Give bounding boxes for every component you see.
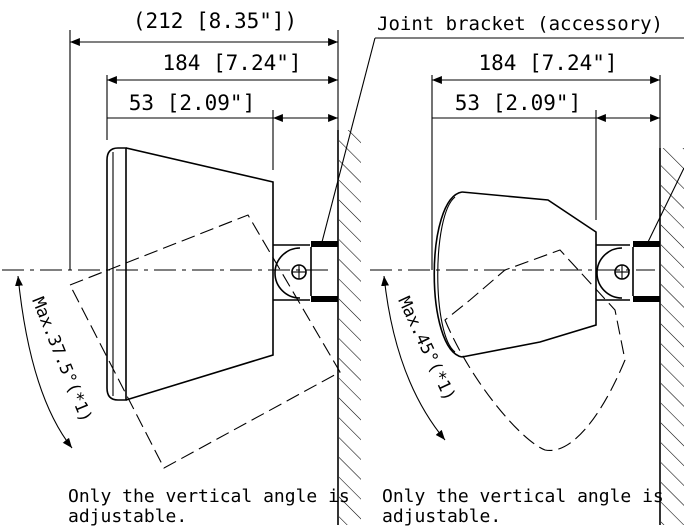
left-dim-depth: 184 [7.24"] — [162, 51, 301, 75]
left-note-line2: adjustable. — [68, 506, 187, 527]
left-bracket-arms — [273, 244, 310, 301]
right-angle-arc — [381, 275, 446, 441]
right-bracket-top-plate — [633, 241, 660, 247]
left-drawing: (212 [8.35"]) 184 [7.24"] 53 [2.09"] Max… — [2, 9, 376, 527]
right-note-line1: Only the vertical angle is — [382, 486, 664, 507]
right-speaker-body — [461, 191, 597, 358]
left-wall-hatch — [339, 130, 361, 525]
left-dim-overall: (212 [8.35"]) — [133, 9, 297, 33]
right-wall-hatch — [661, 148, 684, 525]
left-note-line1: Only the vertical angle is — [68, 486, 350, 507]
right-dim-offset: 53 [2.09"] — [455, 91, 581, 115]
right-tilted-outline — [444, 249, 626, 451]
right-bracket-arc — [596, 247, 623, 299]
left-bracket-top-plate — [311, 241, 338, 247]
right-callout-leader — [647, 167, 684, 243]
right-speaker-grille — [433, 191, 463, 358]
left-speaker-body — [125, 147, 274, 401]
right-bracket-bottom-plate — [633, 296, 660, 302]
right-bracket-arms — [596, 244, 630, 301]
left-tilted-outline — [69, 214, 341, 469]
left-callout-leader — [321, 37, 376, 243]
left-speaker-grille — [106, 147, 127, 401]
left-bracket-arc — [274, 247, 301, 299]
left-dim-offset: 53 [2.09"] — [129, 91, 255, 115]
right-grille-inner — [437, 196, 456, 353]
right-dim-depth: 184 [7.24"] — [478, 51, 617, 75]
left-angle-arc — [15, 275, 73, 449]
right-note-line2: adjustable. — [382, 506, 501, 527]
callout-joint-bracket: Joint bracket (accessory) — [377, 13, 663, 35]
right-drawing: Joint bracket (accessory) 184 [7.24"] 53… — [370, 13, 684, 527]
right-angle-label: Max.45°(*1) — [393, 294, 459, 404]
left-bracket-bottom-plate — [311, 296, 338, 302]
